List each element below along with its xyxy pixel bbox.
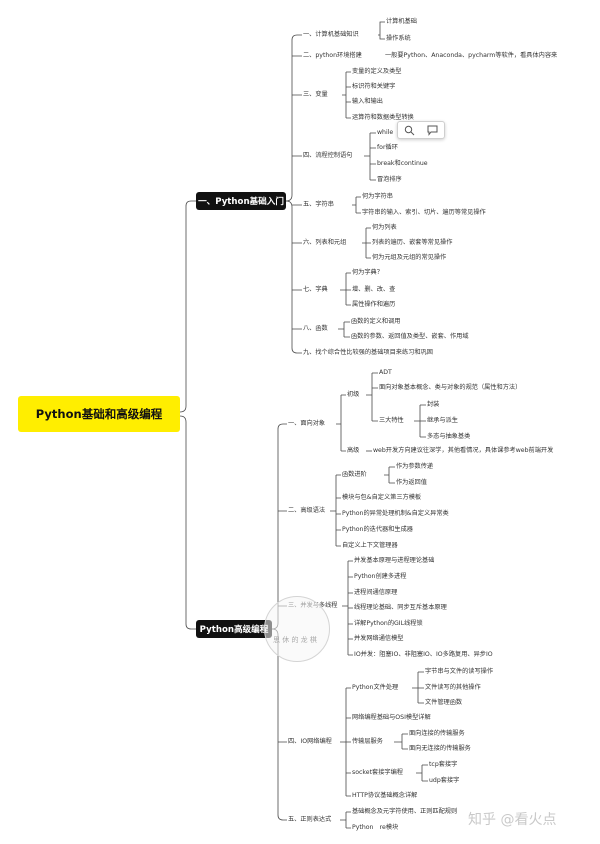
topic-functions[interactable]: 八、函数 [302,325,329,333]
item-class-concepts[interactable]: 面向对象基本概念、类与对象的规范（属性和方法） [378,384,523,392]
topic-variables[interactable]: 三、变量 [302,91,329,99]
item-file-other-ops[interactable]: 文件读写的其他操作 [424,684,482,692]
item-inheritance[interactable]: 继承与派生 [426,417,459,425]
stamp-text: 思 休 的 龙 棋 [273,636,317,644]
item-dict-attributes[interactable]: 属性操作和遍历 [351,301,397,309]
item-exception-handling[interactable]: Python的异常处理机制&自定义异常类 [341,510,450,518]
item-for-loop[interactable]: for循环 [376,144,399,152]
item-string-operations[interactable]: 字符串的输入、索引、切片、遍历等常见操作 [361,209,487,217]
item-io-concurrency[interactable]: IO并发：阻塞IO、非阻塞IO、IO多路复用、异步IO [353,651,494,659]
root-node[interactable]: Python基础和高级编程 [18,396,180,432]
item-osi-model[interactable]: 网络编程基础与OSI模型详解 [351,714,432,722]
topic-dictionary[interactable]: 七、字典 [302,286,329,294]
node-hover-toolbar [397,121,445,139]
item-adt[interactable]: ADT [378,369,393,377]
item-identifiers[interactable]: 标识符和关键字 [351,83,397,91]
topic-regex[interactable]: 五、正则表达式 [287,816,333,824]
item-three-features[interactable]: 三大特性 [378,417,405,425]
item-web-direction[interactable]: web开发方向建议往深学，其他看情况，具体课参考web前端开发 [372,447,555,455]
item-ipc[interactable]: 进程间通信原理 [353,589,399,597]
item-list-operations[interactable]: 列表的遍历、嵌套等常见操作 [371,239,454,247]
item-while[interactable]: while [376,129,395,137]
item-what-is-list[interactable]: 何为列表 [371,224,398,232]
item-variable-definition[interactable]: 变量的定义及类型 [351,68,403,76]
branch-python-advanced[interactable]: Python高级编程 [196,620,272,638]
item-crud[interactable]: 增、删、改、查 [351,286,397,294]
item-gil[interactable]: 详解Python的GIL线程锁 [353,620,424,628]
seal-stamp: 思 休 的 龙 棋 [264,596,330,662]
search-icon[interactable] [404,125,415,136]
item-encapsulation[interactable]: 封装 [426,401,441,409]
topic-python-env[interactable]: 二、python环境搭建 [302,52,363,60]
item-oop-advanced[interactable]: 高级 [346,447,361,455]
item-udp-socket[interactable]: udp套接字 [428,777,461,785]
item-http-basics[interactable]: HTTP协议基础概念详解 [351,792,419,800]
item-iterators-generators[interactable]: Python的迭代器和生成器 [341,526,414,534]
topic-io-network[interactable]: 四、IO网络编程 [287,738,333,746]
item-tuple-operations[interactable]: 何为元组及元组的常见操作 [371,254,448,262]
item-bytes-file-rw[interactable]: 字节串与文件的读写操作 [424,668,495,676]
item-as-parameter[interactable]: 作为参数传递 [395,463,435,471]
topic-oop[interactable]: 一、面向对象 [287,420,327,428]
item-concurrency-principles[interactable]: 并发基本原理与进程理论基础 [353,557,436,565]
item-connectionless[interactable]: 面向无连接的传输服务 [408,745,472,753]
topic-computer-basics[interactable]: 一、计算机基础知识 [302,31,360,39]
item-oop-basic[interactable]: 初级 [346,391,361,399]
item-what-is-dict[interactable]: 何为字典？ [351,269,384,277]
zhihu-watermark: 知乎 @看火点 [468,812,557,828]
topic-practice-project[interactable]: 九、找个综合性比较强的基础项目来练习和巩固 [302,349,434,357]
item-computer-fundamentals[interactable]: 计算机基础 [385,18,418,26]
item-connection-oriented[interactable]: 面向连接的传输服务 [408,730,466,738]
item-function-definition[interactable]: 函数的定义和调用 [350,318,402,326]
branch-python-basics[interactable]: 一、Python基础入门 [196,192,286,210]
item-what-is-string[interactable]: 何为字符串 [361,193,394,201]
item-file-management[interactable]: 文件管理函数 [424,699,464,707]
item-tcp-socket[interactable]: tcp套接字 [428,761,459,769]
topic-flow-control[interactable]: 四、流程控制语句 [302,152,354,160]
item-polymorphism[interactable]: 多态与抽象基类 [426,433,472,441]
item-operating-system[interactable]: 操作系统 [385,35,412,43]
item-function-params[interactable]: 函数的参数、返回值及类型、嵌套、作用域 [350,333,470,341]
item-as-return[interactable]: 作为返回值 [395,479,428,487]
item-bubble-sort[interactable]: 冒泡排序 [376,176,403,184]
item-re-module[interactable]: Python re模块 [351,824,400,832]
item-multiprocessing[interactable]: Python创建多进程 [353,573,408,581]
item-socket-programming[interactable]: socket套接字编程 [351,769,404,777]
item-modules-packages[interactable]: 模块与包&自定义第三方模板 [341,494,423,502]
item-transport-services[interactable]: 传输层服务 [351,738,384,746]
item-input-output[interactable]: 输入和输出 [351,98,384,106]
topic-advanced-syntax[interactable]: 二、高级语法 [287,507,327,515]
item-thread-theory[interactable]: 线程理论基础、同步互斥基本原理 [353,604,448,612]
comment-icon[interactable] [427,125,438,136]
item-advanced-functions[interactable]: 函数进阶 [341,471,368,479]
item-regex-basics[interactable]: 基础概念及元字符使用、正则匹配规则 [351,808,459,816]
item-env-software[interactable]: 一般要Python、Anaconda、pycharm等软件，看具体内容来 [384,52,559,60]
item-break-continue[interactable]: break和continue [376,160,429,168]
topic-list-tuple[interactable]: 六、列表和元组 [302,239,348,247]
item-file-handling[interactable]: Python文件处理 [351,684,400,692]
topic-strings[interactable]: 五、字符串 [302,201,335,209]
item-context-manager[interactable]: 自定义上下文管理器 [341,542,399,550]
item-network-models[interactable]: 并发网络通信模型 [353,635,405,643]
item-operators[interactable]: 运算符和数据类型转换 [351,114,415,122]
